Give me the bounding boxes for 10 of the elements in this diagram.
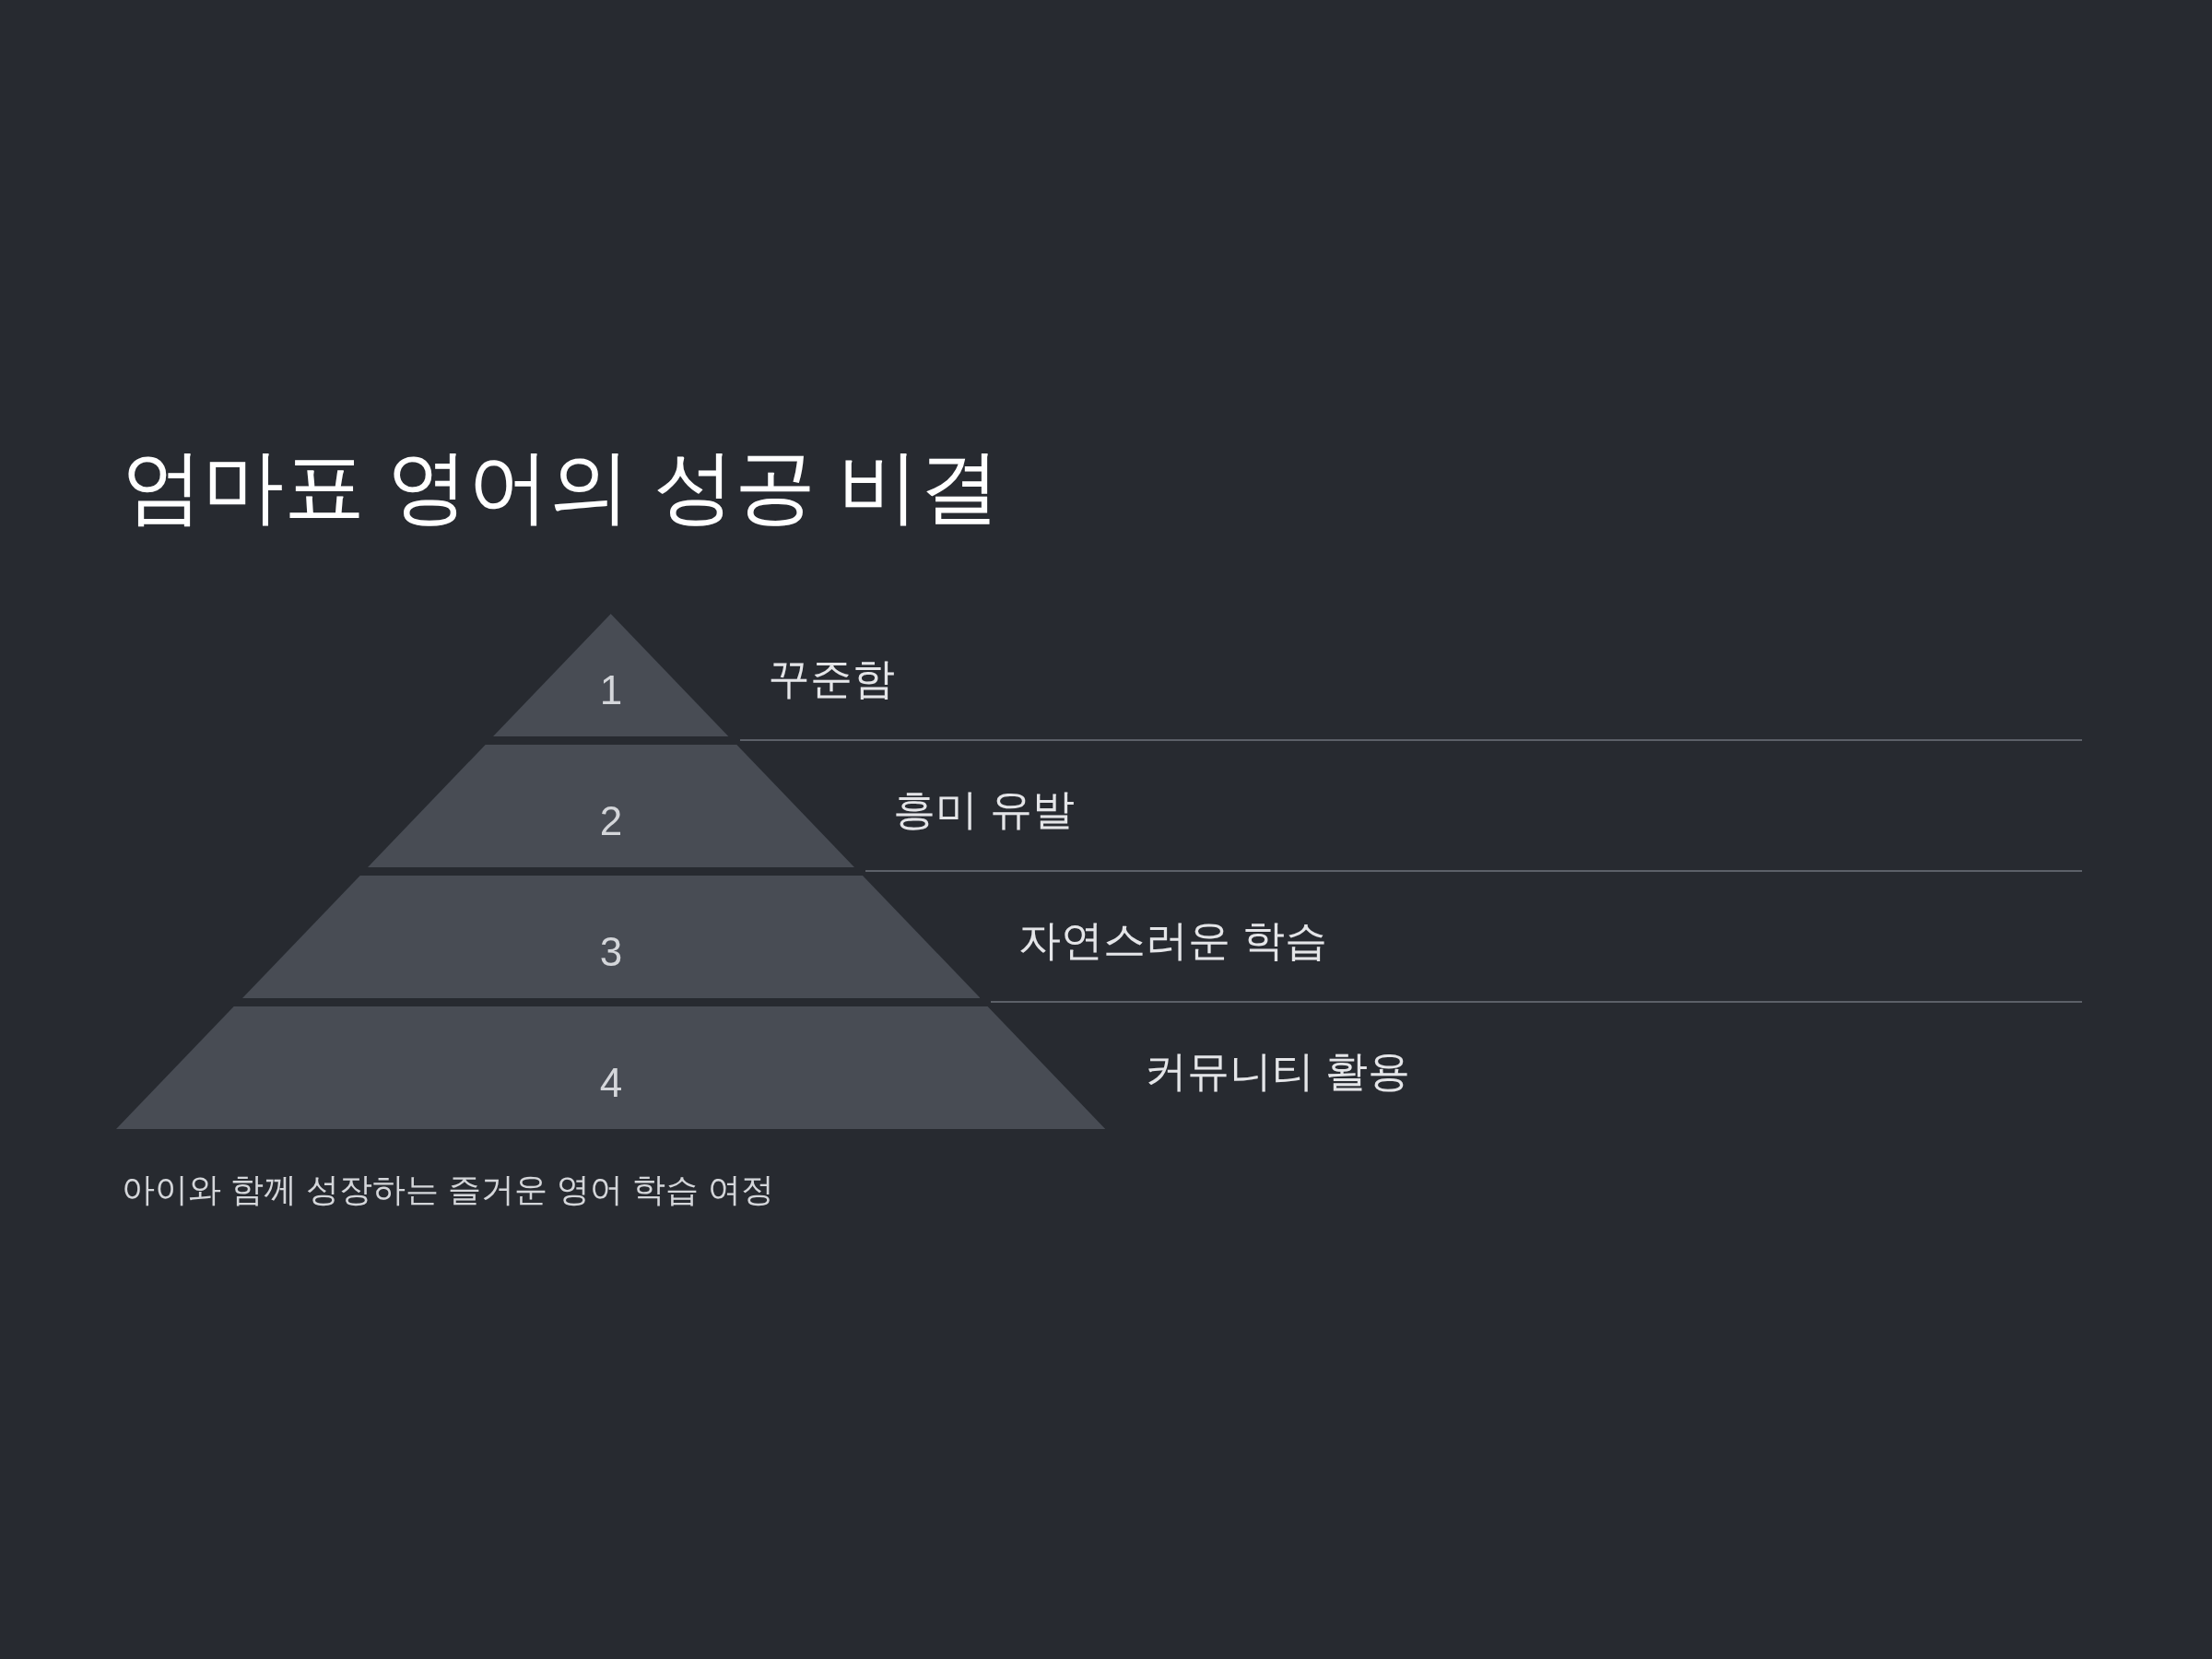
caption: 아이와 함께 성장하는 즐거운 영어 학습 여정 <box>122 1170 774 1210</box>
level-label: 꾸준함 <box>767 657 895 700</box>
level-number: 2 <box>599 801 623 841</box>
level-number: 1 <box>599 670 623 711</box>
level-number: 4 <box>599 1063 623 1103</box>
title: 엄마표 영어의 성공 비결 <box>122 440 1001 534</box>
level-label: 흥미 유발 <box>893 788 1075 830</box>
level-label: 커뮤니티 활용 <box>1144 1050 1411 1092</box>
level-number: 3 <box>599 932 623 972</box>
level-label: 자연스러운 학습 <box>1018 919 1328 961</box>
